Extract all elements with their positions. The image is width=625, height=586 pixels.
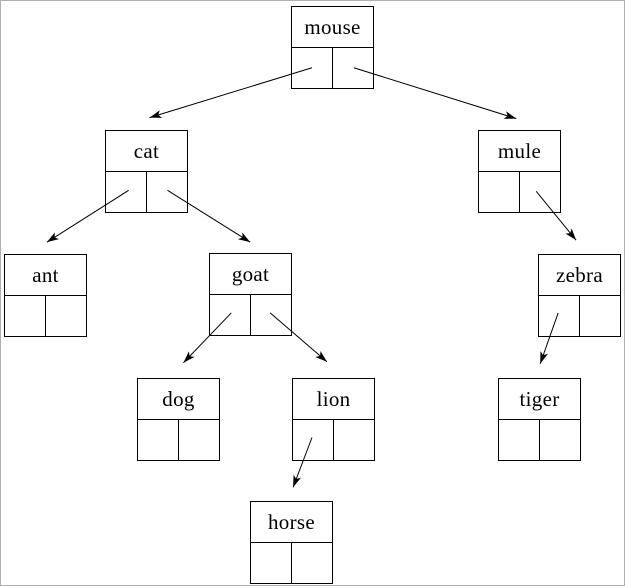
tree-node-cat: cat (105, 130, 188, 213)
pointer-cells (106, 172, 187, 212)
left-pointer-cell (5, 296, 46, 336)
pointer-cells (251, 543, 332, 583)
right-pointer-cell (540, 420, 580, 460)
left-pointer-cell (138, 420, 179, 460)
pointer-cells (5, 296, 86, 336)
left-pointer-cell (479, 172, 520, 212)
right-pointer-cell (179, 420, 219, 460)
node-label: mouse (292, 7, 373, 48)
node-label: lion (293, 379, 374, 420)
right-pointer-cell (334, 420, 374, 460)
node-label: cat (106, 131, 187, 172)
pointer-cells (210, 295, 291, 335)
tree-node-zebra: zebra (538, 254, 621, 337)
pointer-cells (138, 420, 219, 460)
right-pointer-cell (46, 296, 86, 336)
edge-mouse-cat (149, 67, 313, 119)
right-pointer-cell (147, 172, 187, 212)
edge-mouse-mule (353, 67, 517, 120)
tree-node-dog: dog (137, 378, 220, 461)
left-pointer-cell (210, 295, 251, 335)
left-pointer-cell (106, 172, 147, 212)
tree-node-lion: lion (292, 378, 375, 461)
pointer-cells (499, 420, 580, 460)
node-label: goat (210, 254, 291, 295)
tree-node-horse: horse (250, 501, 333, 584)
right-pointer-cell (580, 296, 620, 336)
tree-node-tiger: tiger (498, 378, 581, 461)
left-pointer-cell (251, 543, 292, 583)
left-pointer-cell (499, 420, 540, 460)
node-label: horse (251, 502, 332, 543)
pointer-cells (539, 296, 620, 336)
right-pointer-cell (520, 172, 560, 212)
right-pointer-cell (292, 543, 332, 583)
node-label: zebra (539, 255, 620, 296)
pointer-cells (479, 172, 560, 212)
node-label: tiger (499, 379, 580, 420)
right-pointer-cell (251, 295, 291, 335)
node-label: ant (5, 255, 86, 296)
node-label: mule (479, 131, 560, 172)
pointer-cells (292, 48, 373, 88)
tree-node-goat: goat (209, 253, 292, 336)
tree-node-mouse: mouse (291, 6, 374, 89)
tree-node-mule: mule (478, 130, 561, 213)
left-pointer-cell (293, 420, 334, 460)
node-label: dog (138, 379, 219, 420)
pointer-cells (293, 420, 374, 460)
left-pointer-cell (539, 296, 580, 336)
right-pointer-cell (333, 48, 373, 88)
tree-node-ant: ant (4, 254, 87, 337)
left-pointer-cell (292, 48, 333, 88)
